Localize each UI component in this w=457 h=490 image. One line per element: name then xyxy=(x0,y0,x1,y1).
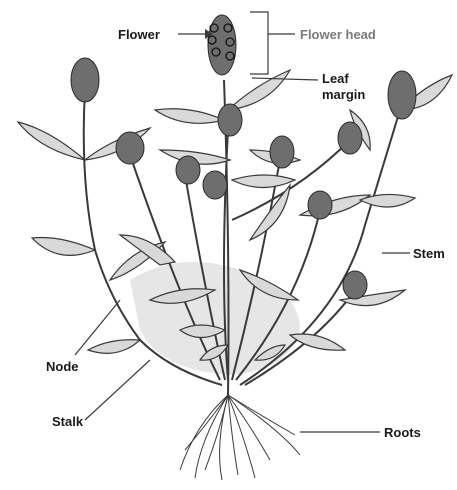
leaf-13 xyxy=(250,185,290,240)
flower-mid xyxy=(203,171,227,199)
stalk-pointer xyxy=(85,360,150,420)
flower-arrow xyxy=(178,29,213,39)
roots xyxy=(180,395,300,480)
flower-head-bracket xyxy=(250,12,295,74)
flower-left xyxy=(71,58,99,102)
leaf-1 xyxy=(18,122,85,160)
flower-right-top xyxy=(388,71,416,119)
stem-label: Stem xyxy=(413,246,445,261)
roots-label: Roots xyxy=(384,425,421,440)
flower-right-upper xyxy=(338,122,362,154)
stalk-label: Stalk xyxy=(52,414,83,429)
flower-heads xyxy=(71,15,416,299)
flower-mid-left xyxy=(176,156,200,184)
leaf-10 xyxy=(228,70,290,110)
leaf-3 xyxy=(32,238,95,256)
leaf-12 xyxy=(232,175,295,188)
leaf-margin-label-line1: Leaf xyxy=(322,71,349,86)
flower-center xyxy=(218,104,242,136)
flower-label: Flower xyxy=(118,27,160,42)
leaf-5 xyxy=(88,340,140,354)
flower-mid-right xyxy=(270,136,294,168)
flower-right-inner xyxy=(308,191,332,219)
flower-head-label: Flower head xyxy=(300,27,376,42)
flower-right-low xyxy=(343,271,367,299)
leaf-margin-label-line2: margin xyxy=(322,87,365,102)
leaf-9 xyxy=(155,109,224,124)
node-label: Node xyxy=(46,359,79,374)
flower-left-mid xyxy=(116,132,144,164)
